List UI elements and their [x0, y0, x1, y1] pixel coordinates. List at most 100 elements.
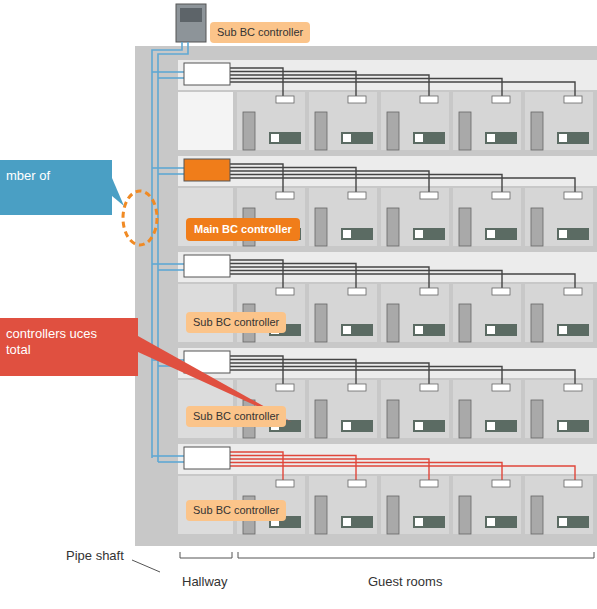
bed: [557, 132, 589, 144]
refrigerant-pipe: [230, 82, 575, 96]
caption-label: Guest rooms: [368, 574, 442, 589]
label-text: Sub BC controller: [193, 316, 279, 329]
indoor-unit: [348, 192, 366, 199]
door: [459, 208, 471, 246]
door: [459, 400, 471, 438]
indoor-unit: [348, 96, 366, 103]
guest-room: [381, 476, 449, 534]
bc-controller: [184, 159, 230, 181]
pillow: [343, 422, 351, 430]
bed: [413, 324, 445, 336]
guest-room: [381, 284, 449, 342]
riser-pipe: [158, 42, 188, 462]
indoor-unit: [564, 192, 582, 199]
indoor-unit: [276, 288, 294, 295]
pillow: [487, 518, 495, 526]
guest-room: [453, 284, 521, 342]
indoor-unit: [276, 96, 294, 103]
bed: [557, 420, 589, 432]
refrigerant-pipe: [230, 463, 502, 481]
door: [387, 112, 399, 150]
label-text: controllers uces total: [6, 326, 98, 357]
indoor-unit: [492, 288, 510, 295]
indoor-unit: [564, 480, 582, 487]
riser-pipes: [152, 42, 188, 462]
pillow: [343, 230, 351, 238]
pillow: [343, 134, 351, 142]
label-box: Sub BC controller: [210, 22, 310, 43]
bracket: [238, 552, 594, 558]
refrigerant-pipe: [230, 79, 502, 97]
door: [531, 208, 543, 246]
indoor-unit: [564, 384, 582, 391]
door: [387, 304, 399, 342]
building-section: [135, 46, 597, 546]
indoor-unit: [420, 480, 438, 487]
label-text: Main BC controller: [194, 223, 292, 236]
bed: [341, 516, 373, 528]
label-box: Sub BC controller: [186, 500, 286, 521]
pillow: [559, 326, 567, 334]
pillow: [487, 230, 495, 238]
leader-line: [132, 560, 160, 572]
bed: [485, 516, 517, 528]
indoor-unit: [420, 288, 438, 295]
door: [387, 400, 399, 438]
indoor-unit: [420, 96, 438, 103]
bed: [413, 420, 445, 432]
indoor-unit: [564, 96, 582, 103]
pillow: [271, 134, 279, 142]
refrigerant-pipe: [230, 367, 502, 385]
door: [459, 112, 471, 150]
dashed-circle: [123, 191, 157, 245]
refrigerant-pipe: [230, 271, 502, 289]
bc-controller: [184, 255, 230, 277]
guest-room: [381, 92, 449, 150]
refrigerant-pipe: [230, 175, 502, 193]
door: [459, 496, 471, 534]
bed: [269, 132, 301, 144]
guest-room: [237, 92, 305, 150]
bed: [485, 420, 517, 432]
label-text: Sub BC controller: [217, 26, 303, 39]
pillow: [559, 230, 567, 238]
guest-room: [525, 476, 593, 534]
refrigerant-pipe: [230, 178, 575, 192]
door: [531, 496, 543, 534]
refrigerant-pipe: [230, 274, 575, 288]
bed: [557, 228, 589, 240]
pillow: [343, 326, 351, 334]
door: [531, 112, 543, 150]
guest-room: [309, 284, 377, 342]
branch-pipe: [158, 461, 184, 463]
door: [243, 112, 255, 150]
door: [459, 304, 471, 342]
pillow: [415, 518, 423, 526]
indoor-unit: [420, 192, 438, 199]
refrigerant-pipe: [230, 466, 575, 480]
guest-room: [381, 380, 449, 438]
bed: [557, 324, 589, 336]
guest-room: [453, 188, 521, 246]
guest-room: [381, 188, 449, 246]
guest-room: [525, 92, 593, 150]
guest-room: [309, 92, 377, 150]
pillow: [487, 134, 495, 142]
label-box: Sub BC controller: [186, 312, 286, 333]
indoor-unit: [276, 480, 294, 487]
guest-room: [525, 284, 593, 342]
indoor-unit: [420, 384, 438, 391]
door: [531, 400, 543, 438]
bed: [413, 132, 445, 144]
branch-pipe: [158, 269, 184, 271]
pillow: [343, 518, 351, 526]
indoor-unit: [492, 192, 510, 199]
pillow: [415, 422, 423, 430]
door: [315, 304, 327, 342]
label-box: controllers uces total: [0, 318, 138, 376]
door: [315, 208, 327, 246]
label-box: Main BC controller: [186, 218, 300, 241]
bc-controller: [184, 63, 230, 85]
indoor-unit: [276, 384, 294, 391]
